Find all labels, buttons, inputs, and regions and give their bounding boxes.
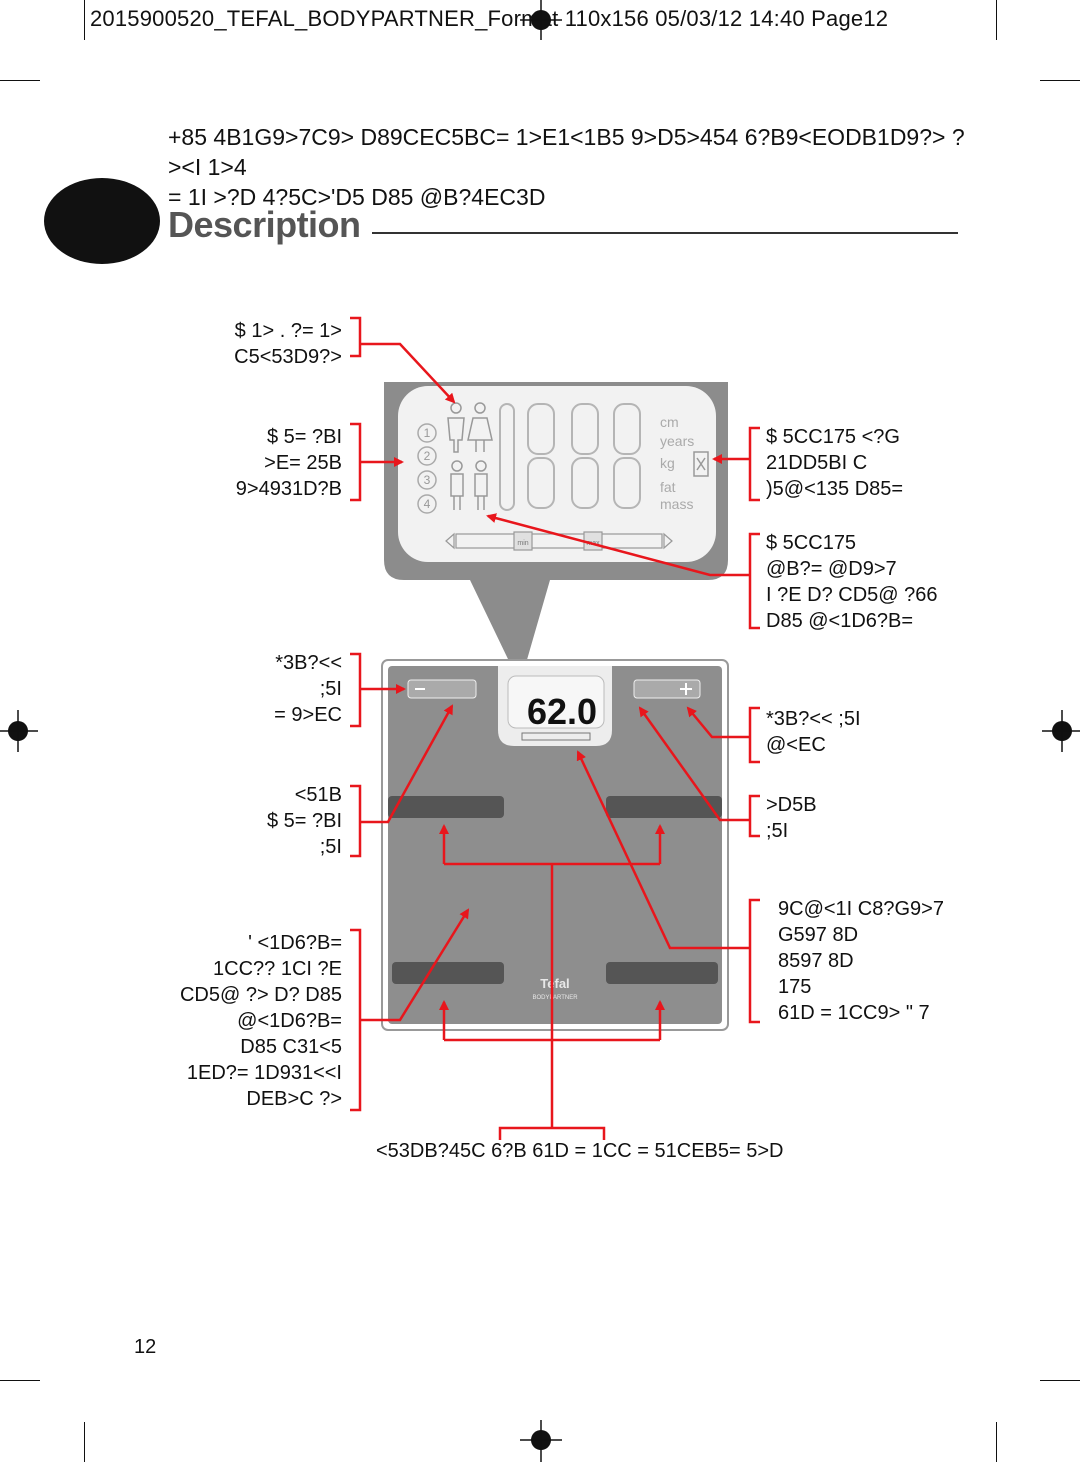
label-scale-enter: >D5B ;5I <box>766 794 817 842</box>
lcd-gauge-min: min <box>517 540 528 547</box>
crop-mark <box>996 1422 997 1462</box>
lcd-unit-years: years <box>660 433 694 449</box>
section-bullet <box>44 178 160 264</box>
crop-mark <box>84 0 85 40</box>
crop-mark <box>84 1422 85 1462</box>
lcd-digit-2: 2 <box>424 449 431 463</box>
crop-mark <box>1040 1380 1080 1381</box>
scale-down-key <box>407 679 477 699</box>
battery-icon <box>693 451 709 477</box>
label-lcd-gauge: $ 5CC175 @B?= @D9>7 I ?E D? CD5@ ?66 D85… <box>766 532 938 632</box>
lcd-unit-mass: mass <box>660 496 693 512</box>
page-number: 12 <box>134 1336 157 1358</box>
scale-display-value: 62.0 <box>527 691 597 732</box>
crop-mark <box>996 0 997 40</box>
label-electrodes: <53DB?45C 6?B 61D = 1CC = 51CEB5= 5>D <box>376 1140 784 1162</box>
title-rule <box>372 232 958 234</box>
lcd-unit-fat: fat <box>660 479 676 495</box>
scale-up-key <box>633 679 701 699</box>
lcd-unit-kg: kg <box>660 455 675 471</box>
lcd-memory-digits <box>417 423 437 514</box>
scale-display-gauge <box>521 732 591 741</box>
label-lcd-user: $ 1> . ?= 1> C5<53D9?> <box>234 320 342 368</box>
user-figures-icon <box>447 402 493 510</box>
label-scale-footpad: ' <1D6?B= 1CC?? 1CI ?E CD5@ ?> D? D85 @<… <box>179 932 342 1110</box>
intro-text: +85 4B1G9>7C9> D89CEC5BC= 1>E1<1B5 9>D5>… <box>168 124 965 210</box>
crop-mark <box>0 80 40 81</box>
label-scale-down: *3B?<< ;5I = 9>EC <box>274 652 342 726</box>
registration-target-icon <box>1042 710 1080 752</box>
scale-brand-logo: Tefal <box>540 976 569 991</box>
registration-target-icon <box>0 710 38 752</box>
label-lcd-weight: $ 5CC175 <?G 21DD5BI C )5@<135 D85= <box>766 426 904 500</box>
label-scale-memory: <51B $ 5= ?BI ;5I <box>266 784 342 858</box>
scale-subbrand-logo: BODYPARTNER <box>532 995 578 1001</box>
scale-body <box>381 659 729 1031</box>
label-scale-display: 9C@<1I C8?G9>7 G597 8D 8597 8D 175 61D =… <box>778 898 944 1024</box>
callout-lines <box>350 316 760 1140</box>
section-title: Description <box>168 204 361 245</box>
label-lcd-memory: $ 5= ?BI >E= 25B 9>4931D?B <box>235 426 342 500</box>
crop-mark <box>0 1380 40 1381</box>
lcd-unit-cm: cm <box>660 414 679 430</box>
registration-target-icon <box>520 1420 562 1462</box>
lcd-seven-segment-digits <box>499 403 641 511</box>
crop-mark <box>1040 80 1080 81</box>
lcd-digit-3: 3 <box>424 473 431 487</box>
lcd-digit-4: 4 <box>424 497 431 511</box>
label-scale-up: *3B?<< ;5I @<EC <box>766 708 861 756</box>
registration-target-icon <box>520 0 562 40</box>
print-header: 2015900520_TEFAL_BODYPARTNER_Format 110x… <box>90 6 889 31</box>
lcd-digit-1: 1 <box>424 426 431 440</box>
